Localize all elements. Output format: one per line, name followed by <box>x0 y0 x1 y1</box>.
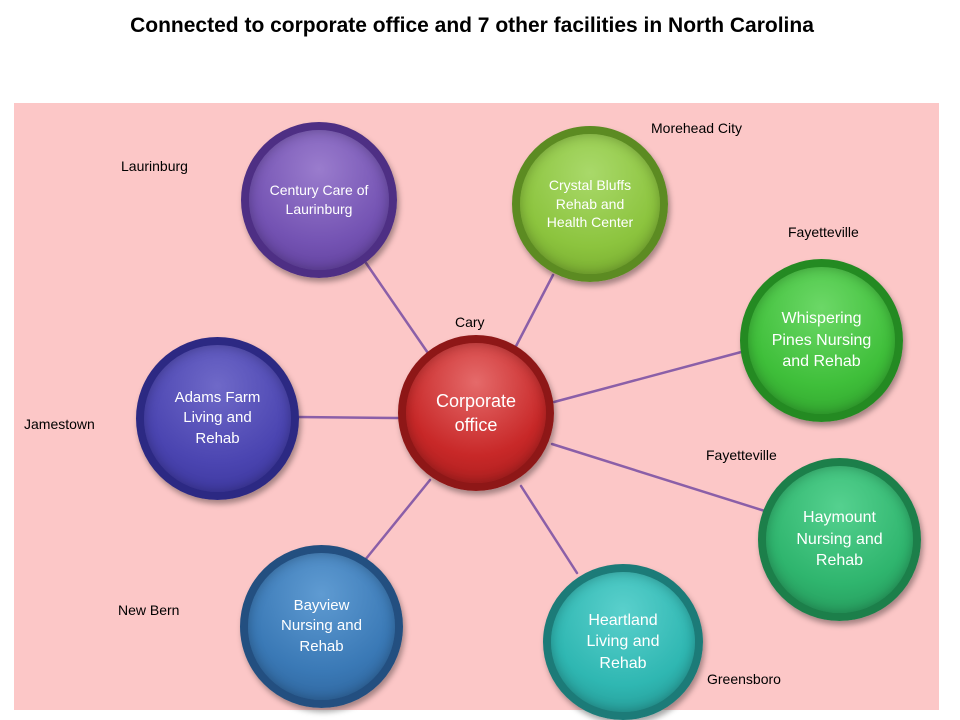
node-label: Bayview Nursing and Rehab <box>281 597 362 655</box>
connector-heartland <box>519 484 579 575</box>
connector-century-care <box>364 261 432 358</box>
node-label: Corporate office <box>435 390 517 435</box>
node-label: Crystal Bluffs Rehab and Health Center <box>546 176 634 231</box>
location-label-fayetteville-2: Fayetteville <box>706 447 777 463</box>
location-label-fayetteville-1: Fayetteville <box>788 224 859 240</box>
page-title: Connected to corporate office and 7 othe… <box>130 14 814 37</box>
connector-crystal-bluffs <box>512 273 555 352</box>
connector-haymount <box>550 442 770 514</box>
location-label-jamestown: Jamestown <box>24 416 95 432</box>
connector-whispering-pines <box>552 349 747 404</box>
node-label: Whispering Pines Nursing and Rehab <box>771 310 872 371</box>
node-adams-farm: Adams Farm Living and Rehab <box>136 337 299 500</box>
location-label-greensboro: Greensboro <box>707 671 781 687</box>
node-label: Century Care of Laurinburg <box>269 182 369 217</box>
node-heartland: Heartland Living and Rehab <box>543 564 703 720</box>
node-corporate-office: Corporate office <box>398 335 554 491</box>
node-whispering-pines: Whispering Pines Nursing and Rehab <box>740 259 903 422</box>
location-label-laurinburg: Laurinburg <box>121 158 188 174</box>
node-bayview: Bayview Nursing and Rehab <box>240 545 403 708</box>
node-crystal-bluffs: Crystal Bluffs Rehab and Health Center <box>512 126 668 282</box>
node-century-care: Century Care of Laurinburg <box>241 122 397 278</box>
location-label-new-bern: New Bern <box>118 602 180 618</box>
node-label: Haymount Nursing and Rehab <box>796 509 883 570</box>
node-haymount: Haymount Nursing and Rehab <box>758 458 921 621</box>
node-label: Adams Farm Living and Rehab <box>174 389 261 447</box>
location-label-cary: Cary <box>455 314 485 330</box>
connector-adams-farm <box>295 415 400 420</box>
connector-bayview <box>363 478 432 562</box>
node-label: Heartland Living and Rehab <box>586 611 660 672</box>
location-label-morehead-city: Morehead City <box>651 120 743 136</box>
